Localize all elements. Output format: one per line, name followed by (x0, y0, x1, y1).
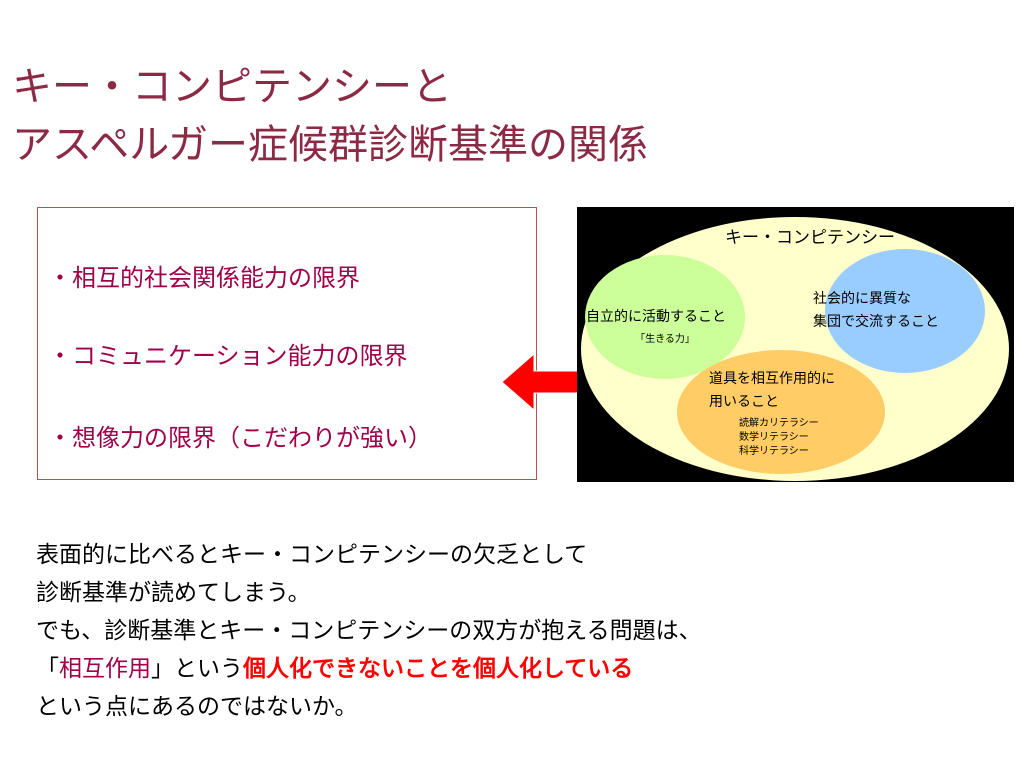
literacy-item: 科学リテラシー (739, 444, 809, 457)
page-title: キー・コンピテンシーと アスペルガー症候群診断基準の関係 (12, 58, 648, 174)
conclusion-line-1: 表面的に比べるとキー・コンピテンシーの欠乏として (36, 542, 588, 568)
title-line-2: アスペルガー症候群診断基準の関係 (12, 122, 648, 168)
circle-right-line-1: 社会的に異質な (813, 291, 911, 307)
interaction-term: 相互作用 (59, 656, 151, 682)
diagnostic-criteria-box: ・相互的社会関係能力の限界 ・コミュニケーション能力の限界 ・想像力の限界（こだ… (37, 207, 537, 480)
emphasis-text: 個人化できないことを個人化している (243, 656, 634, 682)
circle-bottom-line-2: 用いること (709, 394, 779, 410)
key-competency-diagram: キー・コンピテンシー 自立的に活動すること 「生きる力」 社会的に異質な 集団で… (577, 207, 1014, 482)
circle-social-groups (825, 249, 985, 373)
criteria-item-imagination: ・想像力の限界（こだわりが強い） (48, 424, 432, 452)
literacy-item: 読解カリテラシー (739, 416, 819, 429)
circle-tools (677, 350, 885, 474)
conclusion-line-2: 診断基準が読めてしまう。 (36, 580, 311, 606)
literacy-item: 数学リテラシー (739, 430, 809, 443)
circle-left-sub: 「生きる力」 (635, 332, 695, 345)
title-line-1: キー・コンピテンシーと (12, 64, 452, 110)
conclusion-mid: 」という (151, 656, 243, 682)
open-bracket: 「 (36, 656, 59, 682)
key-competency-svg: キー・コンピテンシー 自立的に活動すること 「生きる力」 社会的に異質な 集団で… (581, 217, 1009, 481)
circle-right-line-2: 集団で交流すること (813, 313, 939, 330)
diagram-heading: キー・コンピテンシー (725, 228, 895, 248)
circle-autonomy (585, 255, 745, 379)
circle-left-label: 自立的に活動すること (586, 309, 726, 325)
criteria-item-communication: ・コミュニケーション能力の限界 (48, 342, 408, 370)
criteria-item-social: ・相互的社会関係能力の限界 (48, 264, 360, 292)
conclusion-line-4: 「相互作用」という個人化できないことを個人化している (36, 650, 702, 688)
conclusion-text: 表面的に比べるとキー・コンピテンシーの欠乏として 診断基準が読めてしまう。 でも… (36, 536, 702, 726)
circle-bottom-line-1: 道具を相互作用的に (709, 371, 835, 387)
conclusion-line-3: でも、診断基準とキー・コンピテンシーの双方が抱える問題は、 (36, 618, 702, 644)
conclusion-line-5: という点にあるのではないか。 (36, 694, 358, 720)
